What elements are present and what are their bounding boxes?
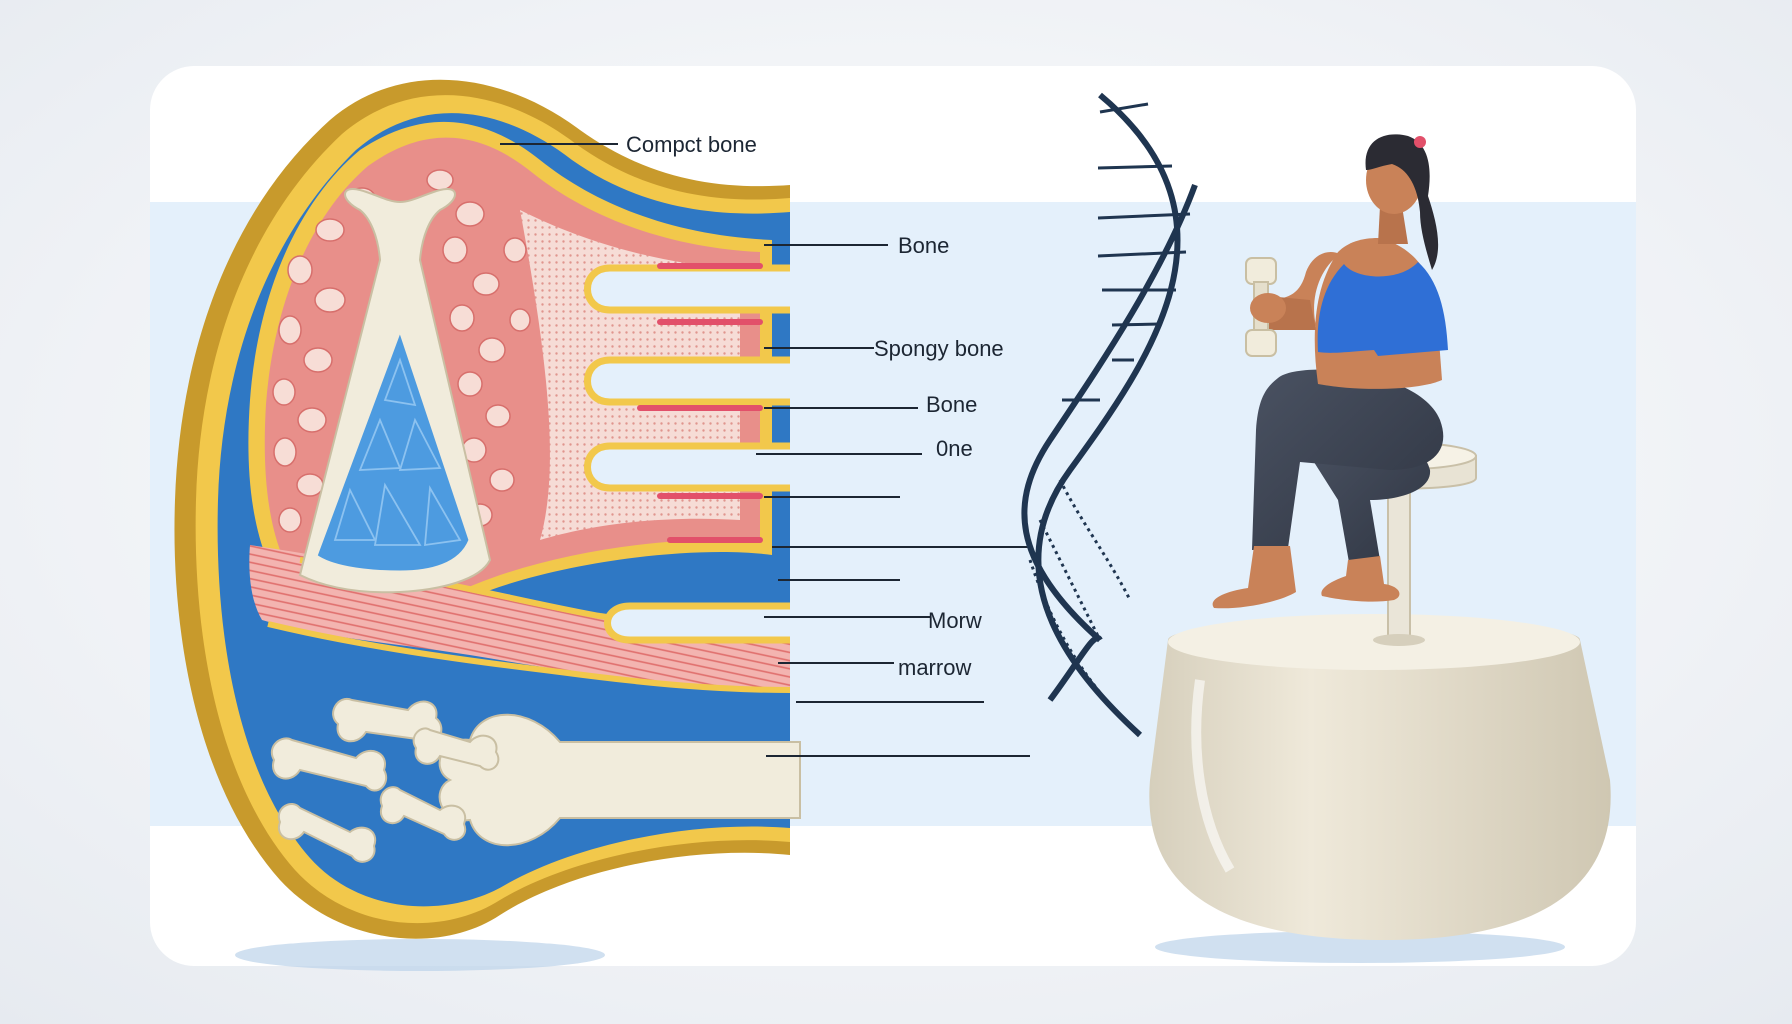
red-vessel-lines [637, 263, 763, 543]
band-lining-bottom [267, 621, 791, 693]
label-bone-2: Bone [926, 392, 977, 417]
neck [1378, 206, 1408, 244]
sports-top [1317, 262, 1448, 356]
bone-cross-section [174, 79, 801, 939]
long-bone [438, 713, 801, 847]
pedestal [1149, 621, 1611, 940]
front-foot [1212, 546, 1296, 609]
label-compact-bone: Compct bone [626, 132, 757, 157]
labels: Compct bone Bone Spongy bone Bone 0ne Mo… [500, 132, 1030, 757]
exercise-figure [1149, 134, 1611, 940]
label-one: 0ne [936, 436, 973, 461]
hair-tie [1414, 136, 1426, 148]
dna-helix-icon [1021, 92, 1198, 738]
pedestal-shadow [1155, 931, 1565, 963]
small-bones [271, 697, 500, 863]
bone-shadow [235, 939, 605, 971]
pedestal-top [1168, 614, 1580, 670]
stool-post [1387, 475, 1411, 643]
hair [1365, 134, 1439, 270]
front-leg [1252, 369, 1444, 550]
stool-base [1373, 634, 1425, 646]
marrow-cells [333, 357, 462, 547]
label-spongy-bone: Spongy bone [874, 336, 1004, 361]
back-foot [1321, 556, 1400, 602]
label-bone-1: Bone [898, 233, 949, 258]
label-marrow-2: marrow [898, 655, 971, 680]
hand [1250, 293, 1286, 323]
pedestal-highlight [1191, 679, 1235, 873]
label-marrow-1: Morw [928, 608, 982, 633]
shaft-grooves [584, 264, 790, 644]
